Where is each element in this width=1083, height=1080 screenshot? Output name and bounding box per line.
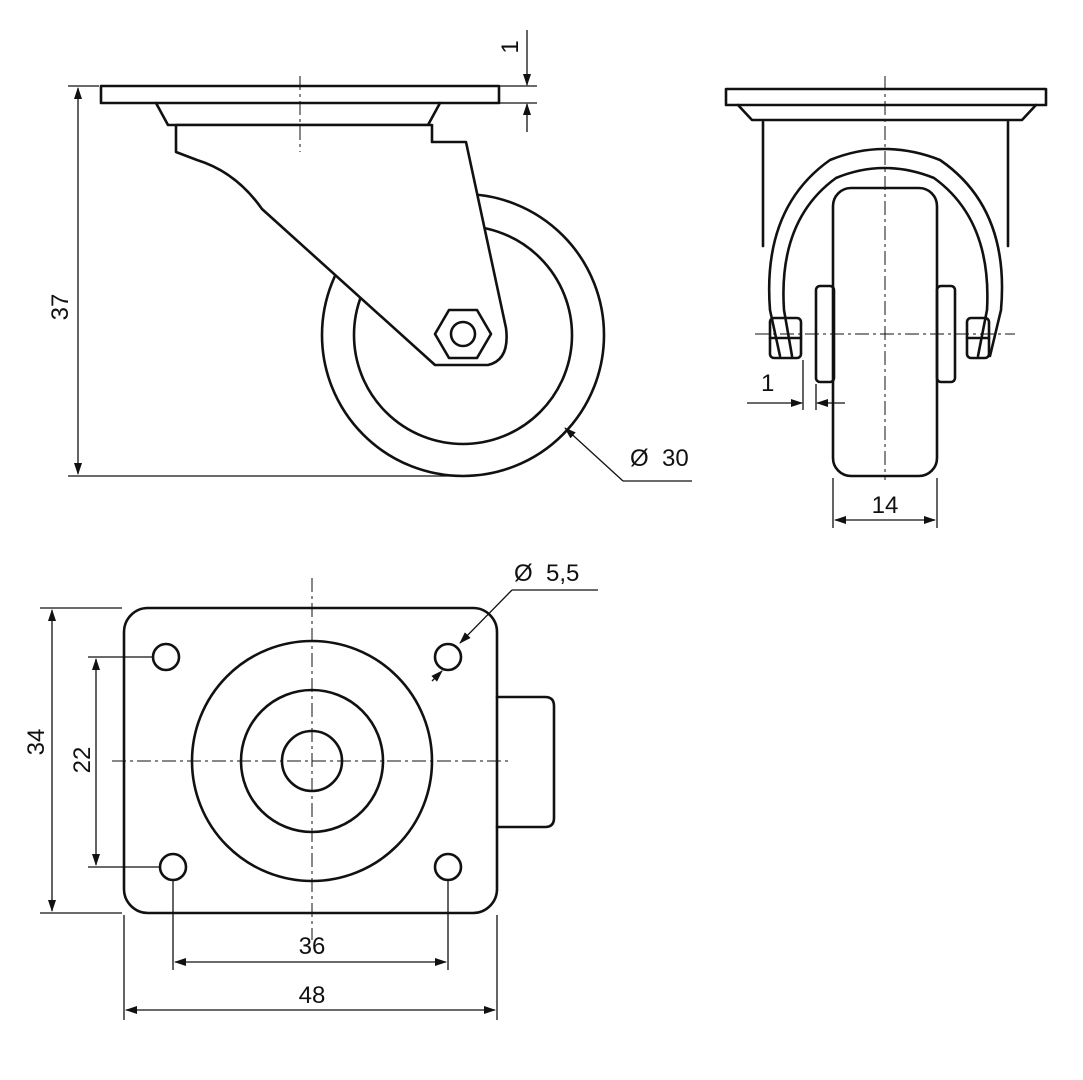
height-dimension-label: 37 <box>47 294 74 321</box>
front-fork-bracket <box>767 147 1004 358</box>
mount-hole-bottom-left <box>158 852 188 882</box>
front-swivel-housing <box>736 103 1038 122</box>
front-mounting-plate <box>724 87 1048 107</box>
side-axle-bolt <box>449 320 477 348</box>
mount-hole-top-left <box>151 642 181 672</box>
hole-diameter-leader <box>459 589 513 644</box>
plate-width-label: 48 <box>299 982 326 1009</box>
axle-offset-label: 1 <box>761 370 774 397</box>
wheel-width-label: 14 <box>872 492 899 519</box>
side-view: 37 1 Ø 30 <box>47 30 692 482</box>
top-view: Ø 5,5 34 22 36 48 <box>23 560 598 1020</box>
front-fork-outer <box>761 120 1010 248</box>
side-swivel-housing <box>154 101 442 127</box>
top-fork-tab <box>495 695 556 829</box>
mount-hole-bottom-right <box>433 852 463 882</box>
hole-diameter-label: 5,5 <box>546 560 579 587</box>
wheel-diameter-label: 30 <box>662 445 689 472</box>
hole-spacing-horizontal-label: 36 <box>299 933 326 960</box>
front-view: 1 14 <box>724 76 1048 528</box>
side-fork-arm <box>174 123 508 367</box>
plate-thickness-label: 1 <box>497 40 524 53</box>
wheel-diameter-symbol: Ø <box>630 445 649 472</box>
plate-depth-label: 34 <box>23 729 50 756</box>
wheel-diameter-leader <box>564 427 624 482</box>
mount-hole-top-right <box>433 642 463 672</box>
side-axle-nut <box>433 308 493 360</box>
hole-diameter-symbol: Ø <box>514 560 533 587</box>
hole-spacing-vertical-label: 22 <box>69 747 96 774</box>
